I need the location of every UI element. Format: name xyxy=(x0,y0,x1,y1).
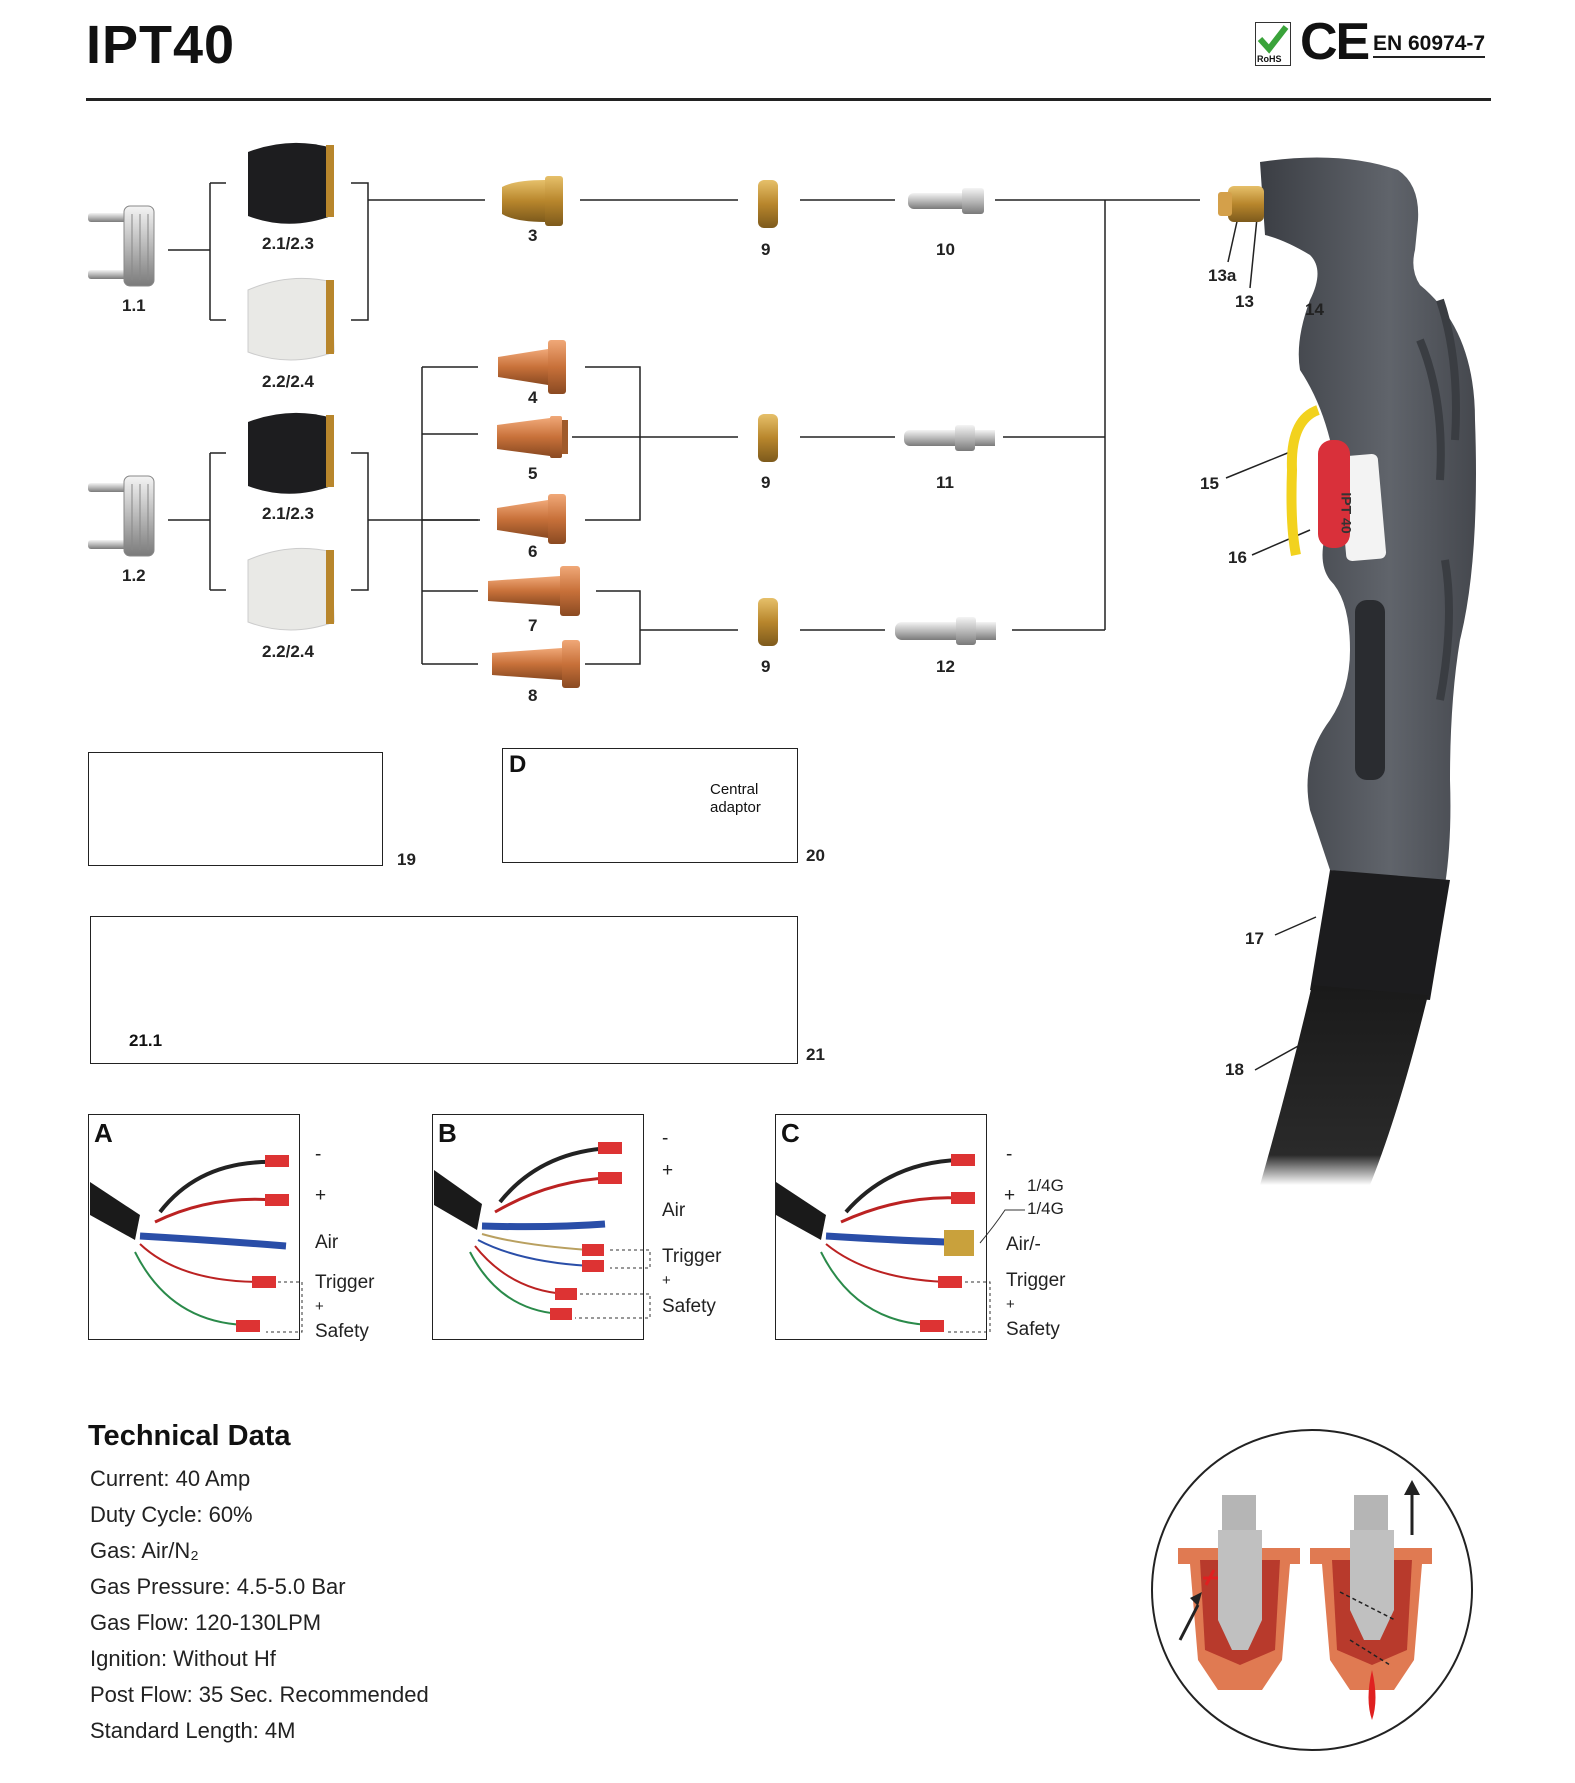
adaptor-label-line2: adaptor xyxy=(710,799,761,816)
part-label-21: 21 xyxy=(806,1045,825,1064)
shield-white-middle xyxy=(247,547,335,631)
wiring-c-and: + xyxy=(1006,1296,1015,1313)
wiring-c-minus: - xyxy=(1006,1144,1013,1165)
wiring-a-plus: + xyxy=(315,1185,327,1206)
part-1-1-image xyxy=(88,205,155,287)
tech-standard-length: Standard Length: 4M xyxy=(90,1718,296,1743)
wiring-c-letter: C xyxy=(781,1118,800,1148)
wiring-c-air: Air/- xyxy=(1006,1234,1041,1255)
wiring-a-letter: A xyxy=(94,1118,113,1148)
part-label-20: 20 xyxy=(806,846,825,865)
part-label-1-1: 1.1 xyxy=(122,296,146,315)
wiring-a-and: + xyxy=(315,1298,324,1315)
part-label-13: 13 xyxy=(1235,292,1254,311)
wiring-b-minus: - xyxy=(662,1128,669,1149)
part-label-16: 16 xyxy=(1228,548,1247,567)
page-title: IPT40 xyxy=(86,15,236,75)
part-label-9-middle: 9 xyxy=(761,473,771,492)
wiring-b-letter: B xyxy=(438,1118,457,1148)
wiring-a-image xyxy=(90,1155,289,1332)
wiring-box-c: C xyxy=(775,1114,987,1340)
shield-white-top xyxy=(247,277,335,361)
tech-gas-pressure: Gas Pressure: 4.5-5.0 Bar xyxy=(90,1574,346,1599)
part-8-image xyxy=(492,640,580,688)
part-3-image xyxy=(502,176,563,226)
wiring-box-b: B xyxy=(432,1114,644,1340)
part-label-2-1-middle: 2.1/2.3 xyxy=(262,504,314,523)
tech-gas: Gas: Air/N₂ xyxy=(90,1538,199,1563)
part-6-image xyxy=(497,494,566,544)
part-label-1-2: 1.2 xyxy=(122,566,146,585)
wiring-c-fitting-2: 1/4G xyxy=(1027,1199,1064,1218)
shield-black-top xyxy=(248,142,334,224)
ce-mark-icon: CE xyxy=(1300,13,1370,71)
part-label-21-1: 21.1 xyxy=(129,1031,163,1050)
wiring-a-air: Air xyxy=(315,1232,339,1253)
wiring-c-image xyxy=(776,1154,975,1332)
wiring-b-air: Air xyxy=(662,1200,686,1221)
tech-duty-cycle: Duty Cycle: 60% xyxy=(90,1502,253,1527)
part-label-9-top: 9 xyxy=(761,240,771,259)
part-12-image xyxy=(895,617,996,645)
part-label-5: 5 xyxy=(528,464,538,483)
wiring-b-plus: + xyxy=(662,1160,674,1181)
wiring-a-trigger: Trigger xyxy=(315,1272,375,1293)
tech-current: Current: 40 Amp xyxy=(90,1466,251,1491)
wiring-b-safety: Safety xyxy=(662,1296,716,1317)
part-9-images xyxy=(758,180,778,646)
tech-post-flow: Post Flow: 35 Sec. Recommended xyxy=(90,1682,429,1707)
wiring-a-safety: Safety xyxy=(315,1321,369,1342)
rohs-icon: RoHS xyxy=(1255,22,1291,66)
wiring-b-trigger: Trigger xyxy=(662,1246,722,1267)
wrench-box xyxy=(88,752,383,866)
tech-ignition: Ignition: Without Hf xyxy=(90,1646,276,1671)
wiring-c-plus: + xyxy=(1004,1185,1016,1206)
torch-image xyxy=(1218,157,1476,1185)
part-label-19: 19 xyxy=(397,850,416,869)
circle-guide-box: 21.1 xyxy=(90,916,798,1064)
part-11-image xyxy=(904,425,995,451)
part-5-image xyxy=(497,416,568,458)
shield-black-middle xyxy=(248,412,334,494)
part-label-13a: 13a xyxy=(1208,266,1237,285)
part-label-7: 7 xyxy=(528,616,538,635)
part-label-4: 4 xyxy=(528,388,538,407)
electrode-detail-image xyxy=(1151,1429,1473,1751)
part-10-image xyxy=(908,188,984,214)
part-label-15: 15 xyxy=(1200,474,1219,493)
part-label-6: 6 xyxy=(528,542,538,561)
part-label-11: 11 xyxy=(936,473,954,492)
part-label-14: 14 xyxy=(1305,300,1324,319)
part-label-18: 18 xyxy=(1225,1060,1244,1079)
part-1-2-image xyxy=(88,475,155,557)
part-label-2-1-top: 2.1/2.3 xyxy=(262,234,314,253)
header-rule xyxy=(86,98,1491,101)
part-label-10: 10 xyxy=(936,240,955,259)
torch-handle-text: IPT 40 xyxy=(1338,492,1355,534)
wiring-b-and: + xyxy=(662,1272,671,1289)
technical-data-title: Technical Data xyxy=(88,1420,291,1452)
standard-label: EN 60974-7 xyxy=(1373,32,1486,58)
part-label-9-bottom: 9 xyxy=(761,657,771,676)
wiring-box-a: A xyxy=(88,1114,300,1340)
adaptor-box-letter: D xyxy=(509,751,527,778)
part-4-image xyxy=(498,340,566,394)
wiring-a-minus: - xyxy=(315,1144,322,1165)
part-7-image xyxy=(488,566,580,616)
adaptor-label-line1: Central xyxy=(710,781,759,798)
tech-gas-flow: Gas Flow: 120-130LPM xyxy=(90,1610,322,1635)
rohs-label: RoHS xyxy=(1257,54,1282,64)
part-label-3: 3 xyxy=(528,226,538,245)
wiring-c-safety: Safety xyxy=(1006,1319,1060,1340)
part-label-17: 17 xyxy=(1245,929,1264,948)
part-label-2-2-middle: 2.2/2.4 xyxy=(262,642,314,661)
wiring-c-fitting-1: 1/4G xyxy=(1027,1176,1064,1195)
adaptor-box: D Central adaptor xyxy=(502,748,798,863)
wiring-b-image xyxy=(434,1142,622,1320)
part-label-2-2-top: 2.2/2.4 xyxy=(262,372,314,391)
wiring-c-trigger: Trigger xyxy=(1006,1270,1066,1291)
part-label-12: 12 xyxy=(936,657,955,676)
part-label-8: 8 xyxy=(528,686,538,705)
